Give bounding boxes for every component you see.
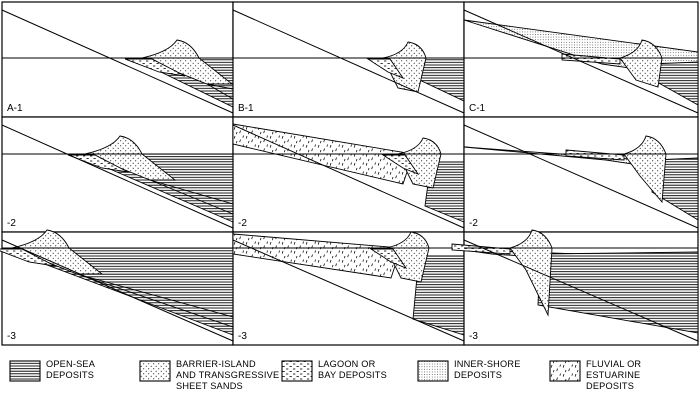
legend-text: DEPOSITS: [454, 370, 502, 380]
basement-slope-line: [1, 239, 234, 342]
panel-label: -2: [238, 218, 247, 229]
legend-swatch: [139, 360, 171, 382]
legend-text: DEPOSITS: [46, 370, 94, 380]
legend-text: FLUVIAL OR: [586, 359, 641, 369]
panel-B-2: -2: [232, 116, 465, 233]
legend-text: LAGOON OR: [318, 359, 376, 369]
panel-A-3: -3: [0, 229, 234, 346]
basement-slope-line: [1, 124, 234, 229]
deposit-dashes: [451, 243, 511, 255]
panel-C-2: -2: [463, 116, 699, 233]
deposit-dashes: [369, 248, 408, 269]
panel-A-1: A-1: [1, 1, 234, 118]
legend-text: INNER-SHORE: [454, 359, 521, 369]
legend-text: OPEN-SEA: [46, 359, 96, 369]
basement-slope-line: [232, 239, 465, 342]
legend-text: AND TRANSGRESSIVE: [176, 370, 279, 380]
basement-slope-line: [1, 9, 234, 114]
deposit-dashes: [381, 154, 420, 175]
deposit-dashes: [67, 154, 129, 173]
deposit-dashes: [0, 248, 56, 267]
panel-C-1: C-1: [463, 1, 699, 118]
deposit-dashes: [124, 58, 186, 77]
basement-slope-line: [463, 124, 699, 229]
legend-swatch: [281, 360, 313, 382]
panel-C-3: -3: [451, 229, 699, 346]
deposit-dashes: [366, 58, 405, 79]
panel-label: -3: [469, 331, 478, 342]
basement-slope-line: [463, 9, 699, 114]
panel-label: C-1: [469, 103, 486, 114]
deposit-ticks: [232, 233, 402, 279]
panel-B-3: -3: [232, 231, 465, 346]
panel-label: B-1: [238, 103, 254, 114]
basement-slope-line: [232, 124, 465, 229]
panel-label: -3: [7, 331, 16, 342]
panel-label: -2: [469, 218, 478, 229]
panel-label: A-1: [7, 103, 23, 114]
legend-text: SHEET SANDS: [176, 381, 243, 391]
legend-text: DEPOSITS: [586, 381, 634, 391]
panel-label: -2: [7, 218, 16, 229]
legend-swatch: [9, 360, 41, 382]
panel-A-2: -2: [1, 116, 234, 233]
panel-label: -3: [238, 331, 247, 342]
legend-text: BARRIER-ISLAND: [176, 359, 256, 369]
panel-B-1: B-1: [232, 1, 465, 118]
legend-swatch: [417, 360, 449, 382]
legend-text: BAY DEPOSITS: [318, 370, 387, 380]
basement-slope-line: [463, 239, 699, 342]
basement-slope-line: [232, 9, 465, 114]
legend-swatch: [549, 360, 581, 382]
legend-text: ESTUARINE: [586, 370, 640, 380]
